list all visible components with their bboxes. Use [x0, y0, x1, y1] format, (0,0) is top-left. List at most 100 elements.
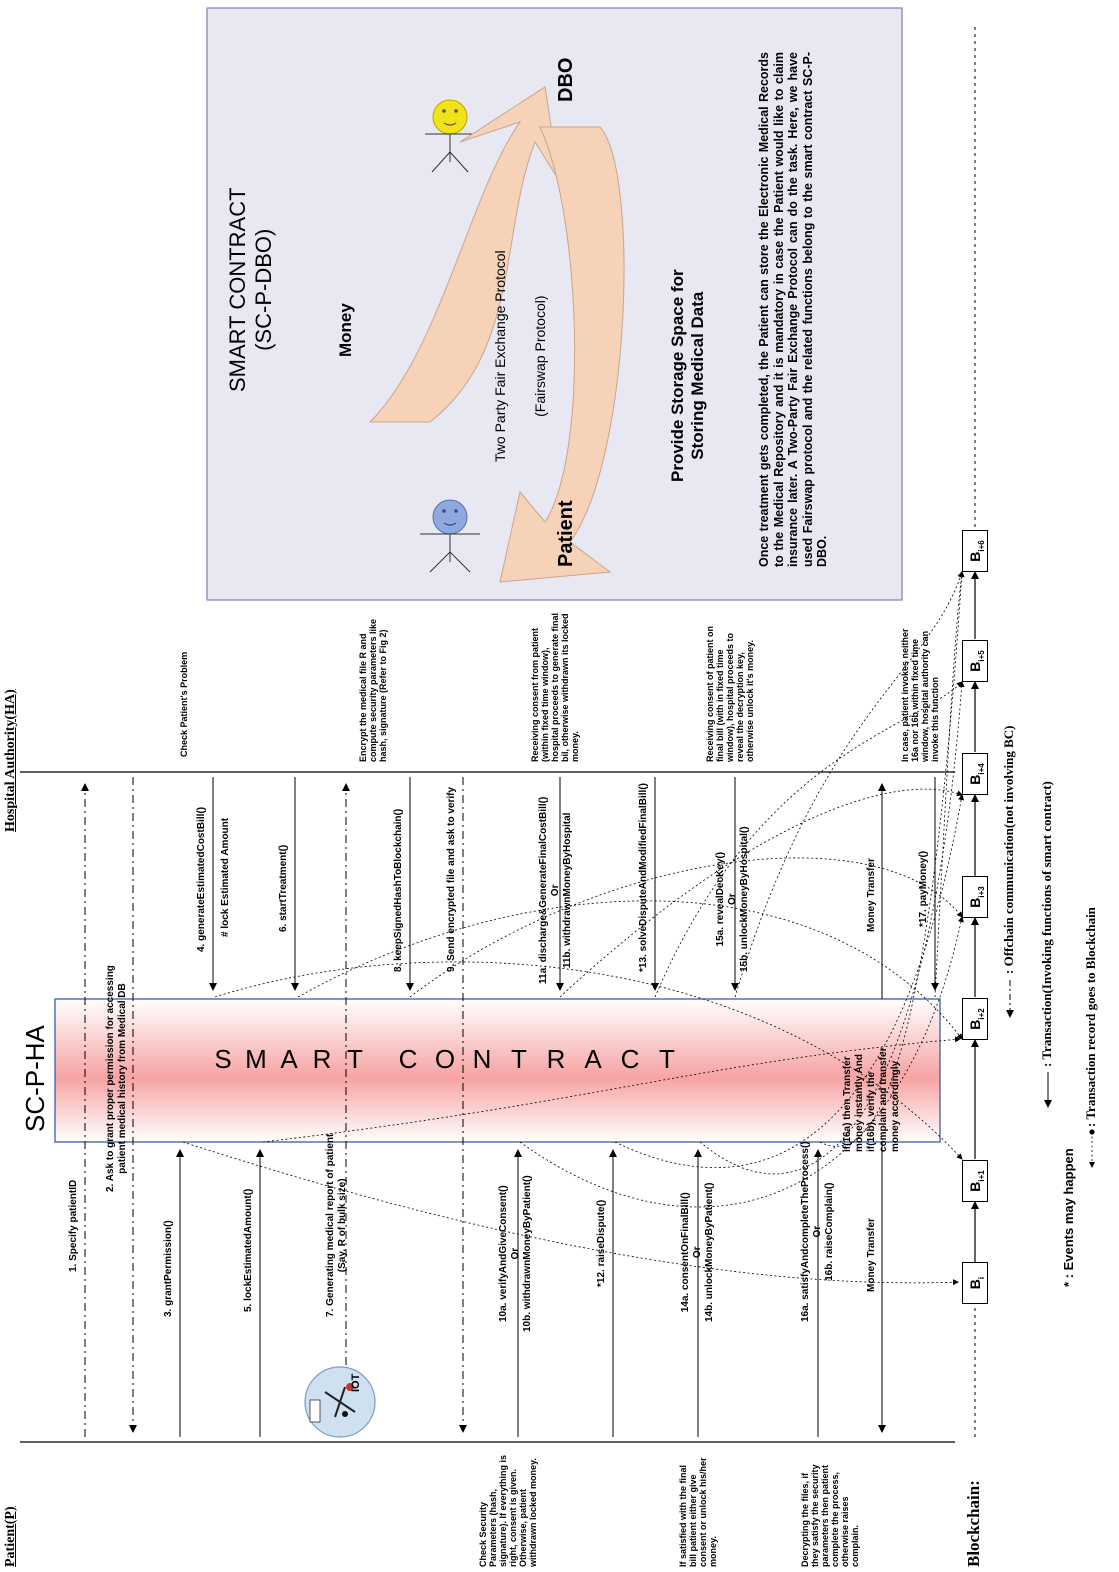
- msg-11b: 11b. withdrawnMoneyByHospital: [562, 812, 573, 969]
- sc-letter: R: [312, 1044, 332, 1074]
- msg-14-or: Or: [692, 1246, 703, 1259]
- block-i+6: Bi+6: [962, 530, 988, 572]
- msg-7-line2: (Say, R of bulk size): [337, 1178, 348, 1273]
- msg-9: 9. Send encrypted file and ask to verify: [446, 786, 457, 972]
- sc-letter: S: [214, 1044, 232, 1074]
- block-i+3: Bi+3: [962, 876, 988, 918]
- msg-16b: 16b. raiseComplain(): [824, 1182, 835, 1281]
- msg-7-line1: 7. Generating medical report of patient: [325, 1133, 336, 1317]
- patient-note-satisfied: If satisfied with the final bill patient…: [678, 1457, 718, 1567]
- block-subscript: i+5: [976, 650, 986, 662]
- msg-2-line1: 2. Ask to grant proper permission for ac…: [105, 965, 116, 1192]
- patient-note-decrypting: Decrypting the files, if they satisfy th…: [800, 1464, 860, 1567]
- msg-8: 8. keepSignedHashToBlockchain(): [393, 808, 404, 972]
- block-subscript: i+6: [976, 540, 986, 552]
- block-i+5: Bi+5: [962, 640, 988, 682]
- msg-14: 14a. consentOnFinalBill() Or 14b. unlock…: [680, 1183, 716, 1322]
- blockchain-label: Blockchain:: [964, 1480, 983, 1567]
- sc-letter: A: [584, 1044, 602, 1074]
- msg-14b: 14b. unlockMoneyByPatient(): [704, 1182, 715, 1322]
- msg-11: 11a. discharge&GenerateFinalCostBill() O…: [538, 797, 574, 984]
- sc-letter: T: [659, 1044, 675, 1074]
- msg-17: *17. payMoney(): [918, 850, 929, 927]
- sc-letter: C: [398, 1044, 418, 1074]
- msg-15-or: Or: [727, 893, 738, 906]
- msg-16: 16a. satisfyAndcompleteTheProcess() Or 1…: [800, 1141, 836, 1322]
- msg-10b: 10b. withdrawnMoneyByPatient(): [522, 1175, 533, 1332]
- msg-15a: 15a. revealDecKey(): [715, 851, 726, 947]
- block-i+4: Bi+4: [962, 753, 988, 795]
- hospital-note-encrypt: Encrypt the medical file R and compute s…: [358, 618, 388, 762]
- dbo-panel-title: SMART CONTRACT (SC-P-DBO): [225, 187, 277, 392]
- sc-letter: R: [546, 1044, 566, 1074]
- protocol-line2: (Fairswap Protocol): [532, 295, 548, 417]
- block-base: B: [967, 1181, 983, 1192]
- msg-2: 2. Ask to grant proper permission for ac…: [105, 965, 129, 1192]
- block-i: Bi: [962, 1262, 988, 1304]
- dbo-title-line2: (SC-P-DBO): [251, 228, 276, 351]
- msg-15b: 15b. unlockMoneyByHospital(): [739, 826, 750, 972]
- msg-5: 5. lockEstimatedAmount(): [243, 1188, 254, 1312]
- dbo-description: Once treatment gets completed, the Patie…: [757, 52, 829, 567]
- block-subscript: i+4: [976, 763, 986, 775]
- msg-15: 15a. revealDecKey() Or 15b. unlockMoneyB…: [715, 826, 751, 972]
- sc-letter: M: [245, 1044, 267, 1074]
- hospital-actor: Hospital Authority(HA): [3, 689, 18, 832]
- msg-1: 1. Specify patientID: [68, 1179, 79, 1272]
- sc-letter: C: [620, 1044, 640, 1074]
- msg-12: *12. raiseDispute(): [596, 1199, 607, 1287]
- msg-10-or: Or: [510, 1247, 521, 1260]
- msg-4-note: # lock Estimated Amount: [220, 817, 231, 937]
- block-base: B: [967, 1279, 983, 1290]
- msg-16-or: Or: [812, 1225, 823, 1238]
- msg-7: 7. Generating medical report of patient …: [325, 1134, 349, 1317]
- storage-line2: Storing Medical Data: [688, 291, 707, 460]
- sc-p-ha-box: [54, 998, 941, 1143]
- block-subscript: i+3: [976, 886, 986, 898]
- legend-transaction: : Transaction(Invoking functions of smar…: [1039, 781, 1054, 1067]
- money-transfer-patient: Money Transfer: [866, 1218, 877, 1292]
- msg-16a: 16a. satisfyAndcompleteTheProcess(): [800, 1141, 811, 1322]
- sc-letter: N: [472, 1044, 492, 1074]
- protocol-label: Two Party Fair Exchange Protocol (Fairsw…: [480, 250, 560, 462]
- block-base: B: [967, 1019, 983, 1030]
- iot-label: IOT: [350, 1373, 362, 1392]
- hospital-note-receiving-consent: Receiving consent from patient (within f…: [530, 612, 580, 762]
- hospital-note-receiving-final: Receiving consent of patient on final bi…: [705, 625, 755, 762]
- block-base: B: [967, 897, 983, 908]
- money-transfer-hospital: Money Transfer: [866, 858, 877, 932]
- block-i+1: Bi+1: [962, 1160, 988, 1202]
- protocol-line1: Two Party Fair Exchange Protocol: [492, 250, 508, 462]
- dbo-panel-bg: [206, 7, 903, 601]
- msg-2-line2: patient medical history from Medical DB: [117, 983, 128, 1174]
- storage-arrow: [499, 126, 625, 583]
- dbo-title-line1: SMART CONTRACT: [225, 187, 250, 392]
- msg-6: 6. startTreatment(): [278, 844, 289, 932]
- msg-13: *13. solveDisputeAndModifiedFinalBill(): [638, 783, 649, 972]
- storage-line1: Provide Storage Space for: [668, 269, 687, 482]
- patient-face: [432, 499, 468, 535]
- patient-note-check-security: Check Security Parameters (hash, signatu…: [478, 1454, 538, 1567]
- storage-label: Provide Storage Space for Storing Medica…: [668, 269, 708, 482]
- msg-10: 10a. verifyAndGiveConsent() Or 10b. with…: [498, 1175, 534, 1332]
- hospital-note-in-case: In case, patient invokes neither 16a nor…: [900, 628, 940, 762]
- sc-letter: T: [511, 1044, 527, 1074]
- sc-money-note: if(16a) then Transfer money instantly An…: [842, 1047, 901, 1152]
- msg-10a: 10a. verifyAndGiveConsent(): [498, 1185, 509, 1323]
- block-base: B: [967, 551, 983, 562]
- legend-events: * : Events may happen: [1061, 1148, 1076, 1287]
- sc-letter: O: [434, 1044, 456, 1074]
- msg-11a: 11a. discharge&GenerateFinalCostBill(): [538, 796, 549, 984]
- block-subscript: i: [976, 1276, 986, 1280]
- block-subscript: i+2: [976, 1008, 986, 1020]
- msg-11-or: Or: [550, 884, 561, 897]
- msg-4: 4. generateEstimatedCostBill(): [196, 806, 207, 952]
- msg-3: 3. grantPermission(): [163, 1220, 174, 1317]
- legend-offchain: : Offchain communication(not involving B…: [1001, 725, 1016, 974]
- block-base: B: [967, 661, 983, 672]
- dbo-role-label: DBO: [555, 57, 577, 102]
